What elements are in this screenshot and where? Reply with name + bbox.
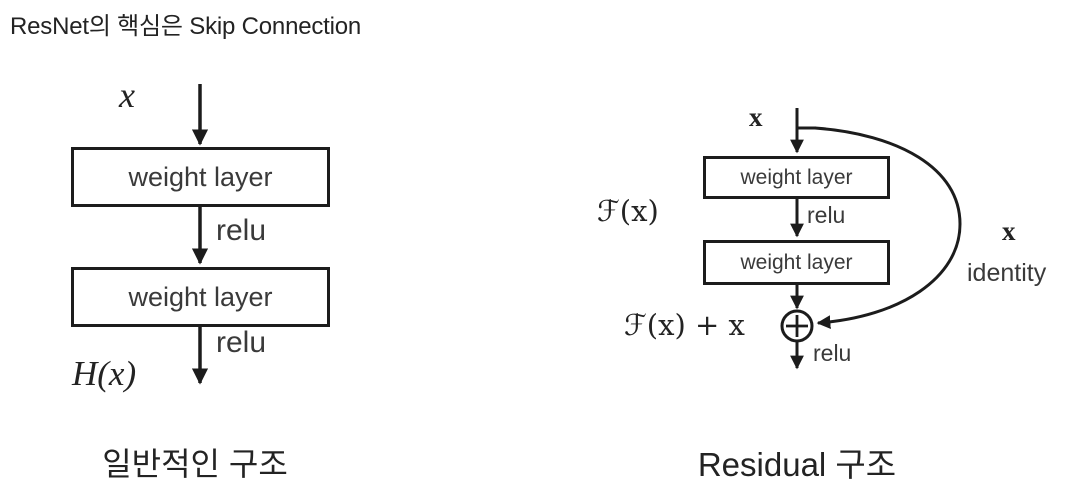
weight-layer-label: weight layer xyxy=(128,161,273,192)
plain-relu-label-1: relu xyxy=(216,214,267,247)
residual-weight-layer-box-2: weight layer xyxy=(703,240,890,285)
weight-layer-label: weight layer xyxy=(128,281,273,312)
residual-structure-caption: Residual 구조 xyxy=(697,446,897,483)
plain-structure-caption: 일반적인 구조 xyxy=(102,446,288,482)
plain-output-label: H(x) xyxy=(72,354,137,393)
slide-title: ResNet의 핵심은 Skip Connection xyxy=(10,13,362,40)
plain-relu-label-2: relu xyxy=(216,326,267,359)
plain-input-label: x xyxy=(119,75,135,115)
weight-layer-label: weight layer xyxy=(740,250,853,274)
residual-branch-function-label: ℱ(x) xyxy=(597,194,659,228)
residual-sum-label: ℱ(x) + x xyxy=(624,308,745,342)
plus-circle-icon xyxy=(780,309,814,343)
residual-relu-label-1: relu xyxy=(807,202,846,228)
skip-identity-x-label: x xyxy=(1002,216,1016,246)
plain-weight-layer-box-2: weight layer xyxy=(71,267,330,327)
plain-weight-layer-box-1: weight layer xyxy=(71,147,330,207)
residual-relu-label-2: relu xyxy=(813,340,852,366)
skip-identity-label: identity xyxy=(967,259,1047,287)
residual-input-label: x xyxy=(749,102,763,132)
residual-weight-layer-box-1: weight layer xyxy=(703,156,890,199)
weight-layer-label: weight layer xyxy=(740,165,853,189)
